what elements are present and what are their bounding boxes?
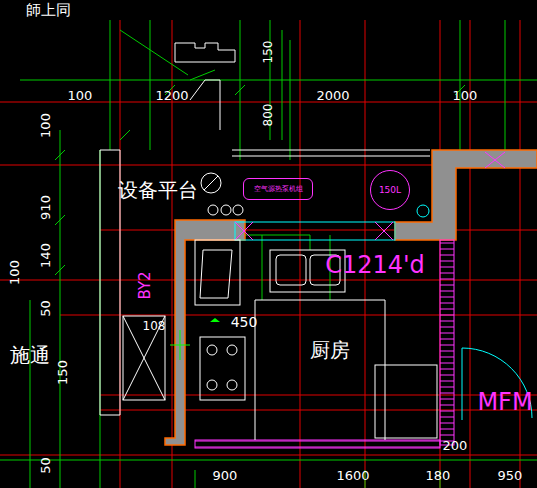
plan-label: 180 — [426, 469, 451, 482]
dimension-lines — [0, 20, 537, 488]
plan-label: 50 — [38, 457, 51, 474]
plan-label: 100 — [68, 89, 93, 102]
platform-wall — [100, 150, 430, 415]
plan-label: 150 — [55, 360, 68, 385]
equipment-label: 空气源热泵机组 — [254, 186, 303, 193]
plan-label: 100 — [453, 89, 478, 102]
plan-label: 師上同 — [26, 3, 71, 18]
plan-label: 1600 — [336, 469, 369, 482]
plan-label: 100 — [38, 113, 51, 138]
plan-label: 施通 — [10, 345, 50, 365]
plan-label: 950 — [498, 469, 523, 482]
plan-label: 厨房 — [310, 340, 350, 360]
plan-label: 200 — [443, 439, 468, 452]
equipment-box: 空气源热泵机组 — [243, 178, 313, 200]
plan-label: 1200 — [155, 89, 188, 102]
chimney — [175, 43, 235, 130]
marker — [210, 318, 220, 322]
plan-label: MFM — [477, 390, 532, 414]
plan-label: 140 — [38, 243, 51, 268]
plan-label: C1214'd — [325, 253, 425, 277]
plan-label: 2000 — [316, 89, 349, 102]
axis-lines — [0, 20, 537, 488]
plan-label: BY2 — [138, 271, 153, 299]
plan-label: 900 — [213, 469, 238, 482]
leader-line — [120, 30, 215, 80]
shaft-by2 — [123, 316, 190, 400]
plan-label: 450 — [231, 315, 258, 329]
kitchen-fixtures — [195, 173, 437, 440]
plan-label: 910 — [38, 195, 51, 220]
plan-label: 800 — [262, 104, 274, 127]
plan-label: 50 — [38, 300, 51, 317]
plan-label: 150 — [262, 41, 274, 64]
walls — [165, 150, 537, 448]
plan-label: 100 — [8, 260, 21, 285]
door-swing — [462, 348, 532, 420]
plan-label: 108 — [143, 320, 166, 332]
tank-circle: 150L — [370, 170, 410, 210]
plan-label: 设备平台 — [118, 180, 198, 200]
equipment-label: 150L — [379, 186, 401, 195]
